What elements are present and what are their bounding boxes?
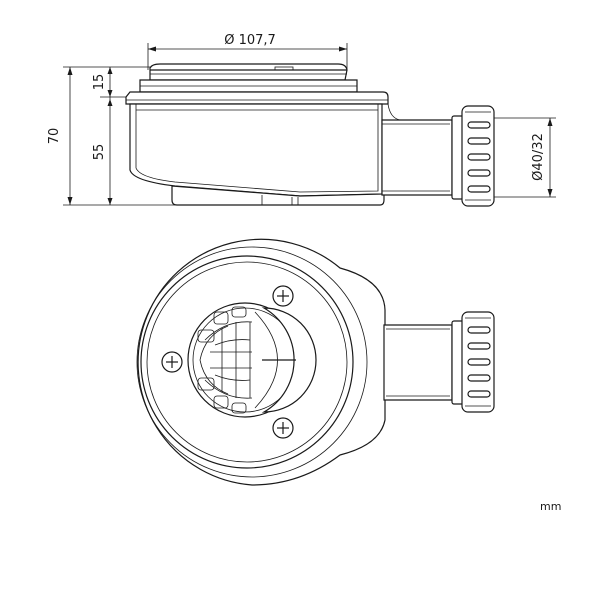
outlet-pipe-side bbox=[381, 103, 453, 196]
height-body-label: 55 bbox=[92, 144, 107, 161]
outlet-nut-side bbox=[451, 105, 495, 207]
outlet-diameter-label: Ø40/32 bbox=[531, 133, 546, 181]
top-view bbox=[136, 238, 495, 486]
height-cap-label: 15 bbox=[92, 74, 107, 91]
side-view: Ø 107,7 70 15 55 bbox=[47, 33, 556, 207]
outlet-pipe-top bbox=[383, 324, 453, 401]
height-total-label: 70 bbox=[47, 128, 62, 145]
drain-strainer bbox=[187, 302, 317, 418]
dimension-diameter-top: Ø 107,7 bbox=[147, 33, 348, 70]
diameter-top-label: Ø 107,7 bbox=[224, 33, 276, 48]
dimension-outlet-diameter: Ø40/32 bbox=[494, 117, 556, 198]
dimension-height-cap: 15 bbox=[92, 67, 130, 98]
screw-left bbox=[161, 351, 183, 373]
grate-side bbox=[149, 63, 348, 81]
unit-label: mm bbox=[540, 500, 561, 513]
trap-body-side bbox=[129, 103, 385, 206]
screw-top bbox=[272, 285, 294, 307]
outlet-nut-top bbox=[451, 311, 495, 413]
dimension-height-body: 55 bbox=[92, 97, 113, 205]
collar-side bbox=[125, 79, 389, 105]
screw-bottom bbox=[272, 417, 294, 439]
trap-body-top bbox=[136, 238, 386, 486]
